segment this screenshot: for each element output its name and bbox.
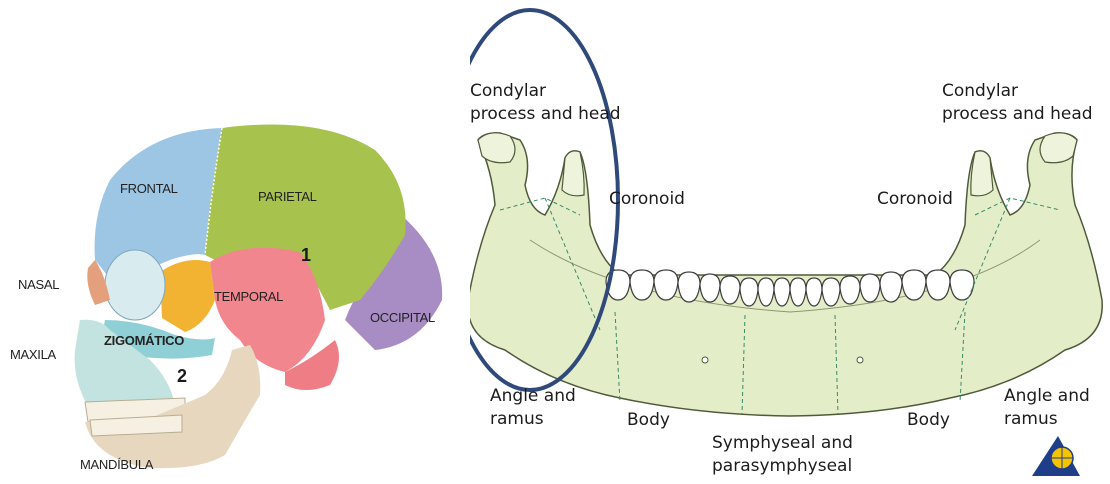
sphenoid-bone <box>160 260 215 332</box>
label-nasal: NASAL <box>18 277 59 292</box>
coronoid-left <box>562 151 584 196</box>
label-angle-right: Angle and ramus <box>1004 385 1090 431</box>
label-occipital: OCCIPITAL <box>370 310 435 325</box>
label-symphyseal-line1: Symphyseal and <box>712 432 853 455</box>
label-condylar-left: Condylar process and head <box>470 80 621 126</box>
label-angle-right-line1: Angle and <box>1004 385 1090 408</box>
label-frontal: FRONTAL <box>120 181 178 196</box>
label-coronoid-left: Coronoid <box>609 188 685 211</box>
label-body-left: Body <box>627 409 670 432</box>
label-condylar-right: Condylar process and head <box>942 80 1093 126</box>
skull-illustration <box>0 0 470 484</box>
label-parietal: PARIETAL <box>258 189 317 204</box>
temporal-bone <box>210 248 325 372</box>
label-condylar-left-line1: Condylar <box>470 80 621 103</box>
label-body-right: Body <box>907 409 950 432</box>
label-angle-left: Angle and ramus <box>490 385 576 431</box>
label-mandibula: MANDÍBULA <box>80 457 153 472</box>
marker-2: 2 <box>177 366 187 387</box>
label-condylar-right-line2: process and head <box>942 103 1093 126</box>
label-temporal: TEMPORAL <box>214 289 283 304</box>
label-condylar-right-line1: Condylar <box>942 80 1093 103</box>
label-zigomatico: ZIGOMÁTICO <box>104 333 184 348</box>
label-condylar-left-line2: process and head <box>470 103 621 126</box>
publisher-logo <box>1032 436 1080 476</box>
orbit <box>105 250 165 320</box>
label-symphyseal-line2: parasymphyseal <box>712 455 853 478</box>
label-angle-left-line1: Angle and <box>490 385 576 408</box>
label-maxila: MAXILA <box>10 347 56 362</box>
condyle-left <box>478 133 515 163</box>
coronoid-right <box>971 151 993 196</box>
label-angle-left-line2: ramus <box>490 408 576 431</box>
mental-foramen-right <box>857 357 863 363</box>
mental-foramen-left <box>702 357 708 363</box>
label-symphyseal: Symphyseal and parasymphyseal <box>712 432 853 478</box>
label-angle-right-line2: ramus <box>1004 408 1090 431</box>
marker-1: 1 <box>301 245 311 266</box>
label-coronoid-right: Coronoid <box>877 188 953 211</box>
